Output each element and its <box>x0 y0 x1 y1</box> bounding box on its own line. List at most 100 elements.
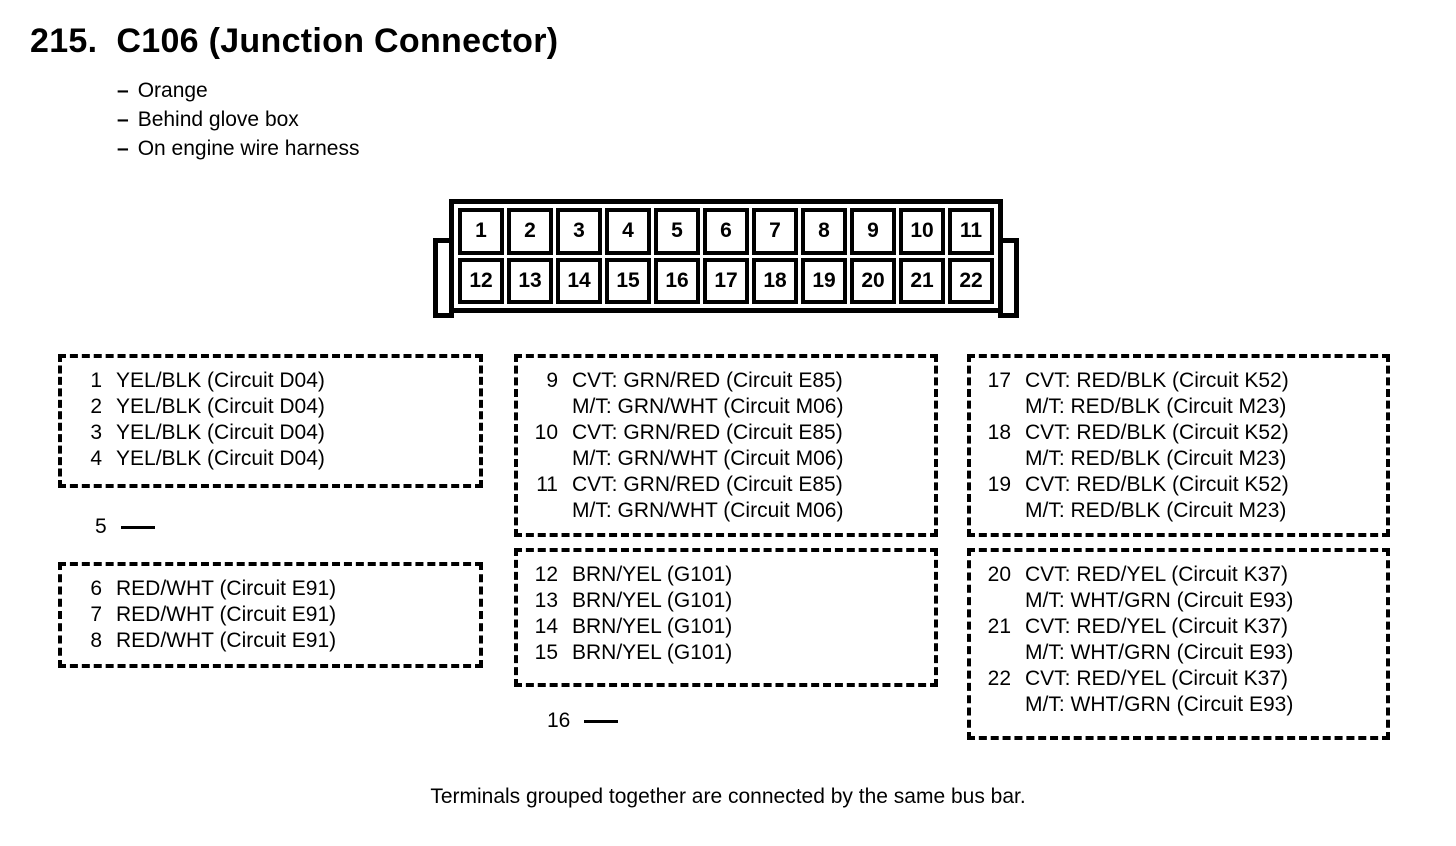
pin-line-1: BRN/YEL (G101) <box>572 641 733 664</box>
pin-cell-21: 21 <box>899 257 945 304</box>
pin-group-box-6-8: 6 RED/WHT (Circuit E91) 7 RED/WHT (Circu… <box>58 562 483 668</box>
pin-description: RED/WHT (Circuit E91) <box>116 602 471 628</box>
pin-line-2: M/T: GRN/WHT (Circuit M06) <box>572 499 844 522</box>
pin-row: 19 CVT: RED/BLK (Circuit K52) M/T: RED/B… <box>977 472 1378 524</box>
pin-cell-3: 3 <box>556 208 602 255</box>
pin-line-2: M/T: WHT/GRN (Circuit E93) <box>1025 693 1294 716</box>
pin-cell-1: 1 <box>458 208 504 255</box>
pin-cell-16: 16 <box>654 257 700 304</box>
note-text: Orange <box>137 79 208 102</box>
pin-line-1: CVT: RED/BLK (Circuit K52) <box>1025 369 1289 392</box>
pin-row: 2 YEL/BLK (Circuit D04) <box>68 394 471 420</box>
pin-description: BRN/YEL (G101) <box>572 562 926 588</box>
pin-description: YEL/BLK (Circuit D04) <box>116 420 471 446</box>
note-text: On engine wire harness <box>137 137 360 160</box>
pin-description: CVT: GRN/RED (Circuit E85) M/T: GRN/WHT … <box>572 420 926 472</box>
pin-group-box-20-22: 20 CVT: RED/YEL (Circuit K37) M/T: WHT/G… <box>967 548 1390 740</box>
pin-number: 16 <box>547 709 571 732</box>
pin-number: 21 <box>987 615 1011 638</box>
pin-number: 5 <box>95 515 107 538</box>
pin-description: BRN/YEL (G101) <box>572 614 926 640</box>
pin-line-2: M/T: RED/BLK (Circuit M23) <box>1025 395 1287 418</box>
pin-row: 8 RED/WHT (Circuit E91) <box>68 628 471 654</box>
note-item: – On engine wire harness <box>117 134 359 163</box>
note-dash: – <box>117 79 129 102</box>
pin-cell-12: 12 <box>458 257 504 304</box>
no-connection-dash-icon <box>584 719 619 723</box>
pin-cell-17: 17 <box>703 257 749 304</box>
pin-cell-5: 5 <box>654 208 700 255</box>
pin-description: CVT: RED/YEL (Circuit K37) M/T: WHT/GRN … <box>1025 666 1378 718</box>
page-number: 215. <box>30 22 98 60</box>
pin-line-2: M/T: RED/BLK (Circuit M23) <box>1025 447 1287 470</box>
connector-body: 1 2 3 4 5 6 7 8 9 10 11 12 13 14 15 16 1… <box>449 199 1003 313</box>
pin-row: 4 YEL/BLK (Circuit D04) <box>68 446 471 472</box>
pin-cell-4: 4 <box>605 208 651 255</box>
pin-number: 20 <box>987 563 1011 586</box>
pin-description: CVT: GRN/RED (Circuit E85) M/T: GRN/WHT … <box>572 368 926 420</box>
pin-number: 4 <box>90 447 102 470</box>
pin-number: 12 <box>534 563 558 586</box>
pin-row: 10 CVT: GRN/RED (Circuit E85) M/T: GRN/W… <box>524 420 926 472</box>
pin-description: RED/WHT (Circuit E91) <box>116 576 471 602</box>
pin-row: 14 BRN/YEL (G101) <box>524 614 926 640</box>
pin-group-box-12-15: 12 BRN/YEL (G101) 13 BRN/YEL (G101) 14 B… <box>514 548 938 687</box>
pin-description: CVT: RED/BLK (Circuit K52) M/T: RED/BLK … <box>1025 368 1378 420</box>
pin-number: 17 <box>987 369 1011 392</box>
pin-number: 2 <box>90 395 102 418</box>
pin-cell-19: 19 <box>801 257 847 304</box>
pin-cell-15: 15 <box>605 257 651 304</box>
pin-line-1: YEL/BLK (Circuit D04) <box>116 421 325 444</box>
note-dash: – <box>117 137 129 160</box>
page-title: C106 (Junction Connector) <box>116 22 559 60</box>
pin-description: BRN/YEL (G101) <box>572 588 926 614</box>
no-connection-dash-icon <box>120 525 155 529</box>
pin-description: CVT: RED/BLK (Circuit K52) M/T: RED/BLK … <box>1025 472 1378 524</box>
pin-description: YEL/BLK (Circuit D04) <box>116 446 471 472</box>
pin-row: 9 CVT: GRN/RED (Circuit E85) M/T: GRN/WH… <box>524 368 926 420</box>
pin-cell-9: 9 <box>850 208 896 255</box>
pin-number: 14 <box>534 615 558 638</box>
pin-number: 3 <box>90 421 102 444</box>
pin-line-2: M/T: GRN/WHT (Circuit M06) <box>572 395 844 418</box>
note-text: Behind glove box <box>137 108 299 131</box>
pin-number: 11 <box>536 473 558 496</box>
pin-cell-11: 11 <box>948 208 994 255</box>
pin-line-1: RED/WHT (Circuit E91) <box>116 577 337 600</box>
pin-description: RED/WHT (Circuit E91) <box>116 628 471 654</box>
connector-diagram: 1 2 3 4 5 6 7 8 9 10 11 12 13 14 15 16 1… <box>433 199 1019 319</box>
pin-number: 19 <box>987 473 1011 496</box>
pin-line-1: CVT: GRN/RED (Circuit E85) <box>572 369 843 392</box>
pin-line-2: M/T: GRN/WHT (Circuit M06) <box>572 447 844 470</box>
pin-number: 13 <box>534 589 558 612</box>
pin-row: 1 YEL/BLK (Circuit D04) <box>68 368 471 394</box>
pin-line-1: BRN/YEL (G101) <box>572 563 733 586</box>
pin-line-2: M/T: WHT/GRN (Circuit E93) <box>1025 641 1294 664</box>
pin-description: CVT: RED/YEL (Circuit K37) M/T: WHT/GRN … <box>1025 614 1378 666</box>
pin-row: 17 CVT: RED/BLK (Circuit K52) M/T: RED/B… <box>977 368 1378 420</box>
pin-line-1: CVT: RED/BLK (Circuit K52) <box>1025 421 1289 444</box>
no-connection-pin-16: 16 <box>547 708 619 734</box>
pin-group-box-1-4: 1 YEL/BLK (Circuit D04) 2 YEL/BLK (Circu… <box>58 354 483 488</box>
no-connection-pin-5: 5 <box>95 514 155 540</box>
pin-row: 22 CVT: RED/YEL (Circuit K37) M/T: WHT/G… <box>977 666 1378 718</box>
pin-description: CVT: GRN/RED (Circuit E85) M/T: GRN/WHT … <box>572 472 926 524</box>
pin-line-1: CVT: GRN/RED (Circuit E85) <box>572 421 843 444</box>
pin-description: BRN/YEL (G101) <box>572 640 926 666</box>
pin-line-1: CVT: GRN/RED (Circuit E85) <box>572 473 843 496</box>
pin-description: CVT: RED/BLK (Circuit K52) M/T: RED/BLK … <box>1025 420 1378 472</box>
pin-line-1: RED/WHT (Circuit E91) <box>116 603 337 626</box>
pin-cell-18: 18 <box>752 257 798 304</box>
pin-line-1: YEL/BLK (Circuit D04) <box>116 447 325 470</box>
pin-row: 15 BRN/YEL (G101) <box>524 640 926 666</box>
pin-row: 3 YEL/BLK (Circuit D04) <box>68 420 471 446</box>
connector-notes: – Orange – Behind glove box – On engine … <box>117 76 359 163</box>
pin-row: 20 CVT: RED/YEL (Circuit K37) M/T: WHT/G… <box>977 562 1378 614</box>
pin-line-1: CVT: RED/YEL (Circuit K37) <box>1025 563 1288 586</box>
note-item: – Behind glove box <box>117 105 359 134</box>
pin-line-1: CVT: RED/YEL (Circuit K37) <box>1025 615 1288 638</box>
pin-cell-2: 2 <box>507 208 553 255</box>
pin-number: 22 <box>987 667 1011 690</box>
pin-line-1: CVT: RED/YEL (Circuit K37) <box>1025 667 1288 690</box>
